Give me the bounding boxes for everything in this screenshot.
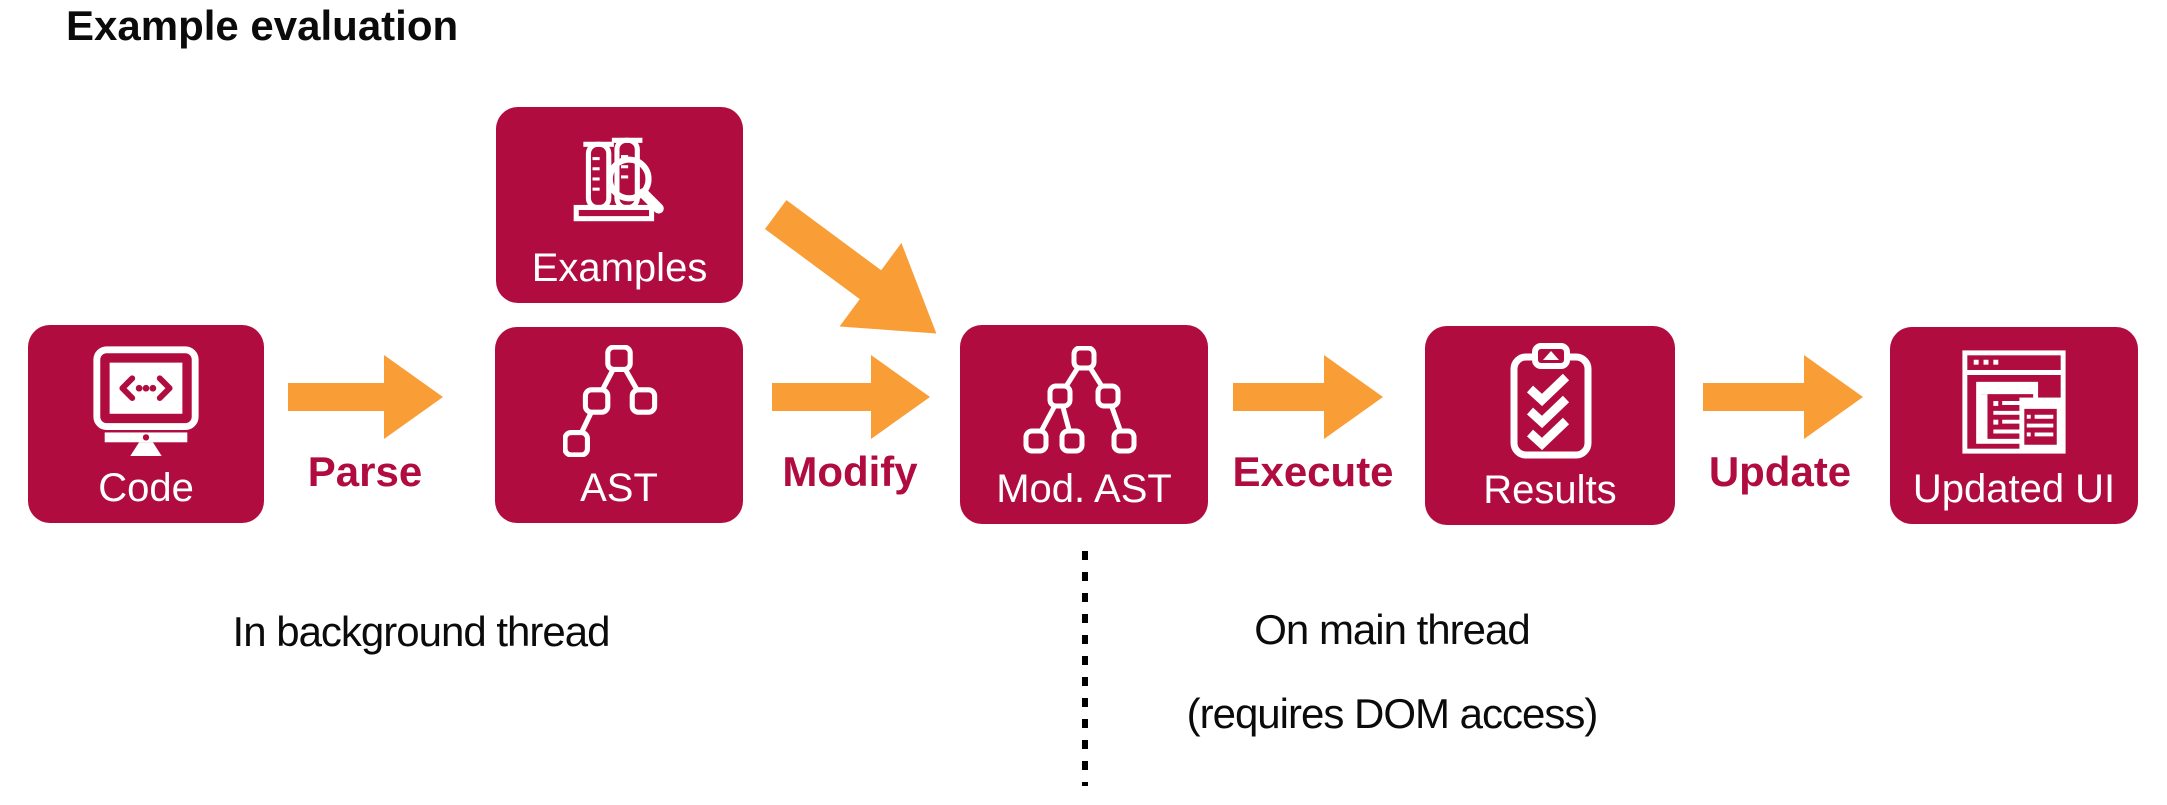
clipboard-checklist-icon bbox=[1498, 334, 1602, 469]
node-ast-label: AST bbox=[580, 466, 658, 510]
execute-label: Execute bbox=[1232, 448, 1394, 495]
code-monitor-icon bbox=[87, 333, 205, 467]
node-code-label: Code bbox=[98, 466, 194, 510]
background-thread-caption: In background thread bbox=[232, 608, 611, 655]
node-mod-ast: Mod. AST bbox=[960, 325, 1208, 524]
node-updated-ui-label: Updated UI bbox=[1912, 467, 2116, 511]
update-arrow bbox=[1703, 355, 1863, 439]
node-examples-label: Examples bbox=[531, 246, 708, 290]
node-results: Results bbox=[1425, 326, 1675, 525]
modify-label: Modify bbox=[782, 448, 918, 495]
node-examples: Examples bbox=[496, 107, 743, 303]
main-thread-caption-line1: On main thread bbox=[1254, 606, 1530, 653]
examples-to-mod-ast-arrow bbox=[764, 200, 937, 334]
syntax-tree-icon bbox=[563, 335, 675, 467]
node-code: Code bbox=[28, 325, 264, 523]
diagram-title: Example evaluation bbox=[66, 2, 459, 49]
browser-window-icon bbox=[1957, 335, 2071, 468]
modified-syntax-tree-icon bbox=[1019, 333, 1149, 468]
node-mod-ast-label: Mod. AST bbox=[996, 467, 1172, 511]
node-updated-ui: Updated UI bbox=[1890, 327, 2138, 524]
main-thread-caption: On main thread (requires DOM access) bbox=[1186, 588, 1599, 756]
parse-label: Parse bbox=[307, 448, 423, 495]
node-ast: AST bbox=[495, 327, 743, 523]
test-tubes-magnifier-icon bbox=[564, 115, 676, 247]
execute-arrow bbox=[1233, 355, 1383, 439]
main-thread-caption-line2: (requires DOM access) bbox=[1186, 690, 1599, 737]
update-label: Update bbox=[1708, 448, 1852, 495]
node-results-label: Results bbox=[1483, 468, 1617, 512]
parse-arrow bbox=[288, 355, 443, 439]
thread-separator-line bbox=[1082, 551, 1088, 786]
modify-arrow bbox=[772, 355, 930, 439]
